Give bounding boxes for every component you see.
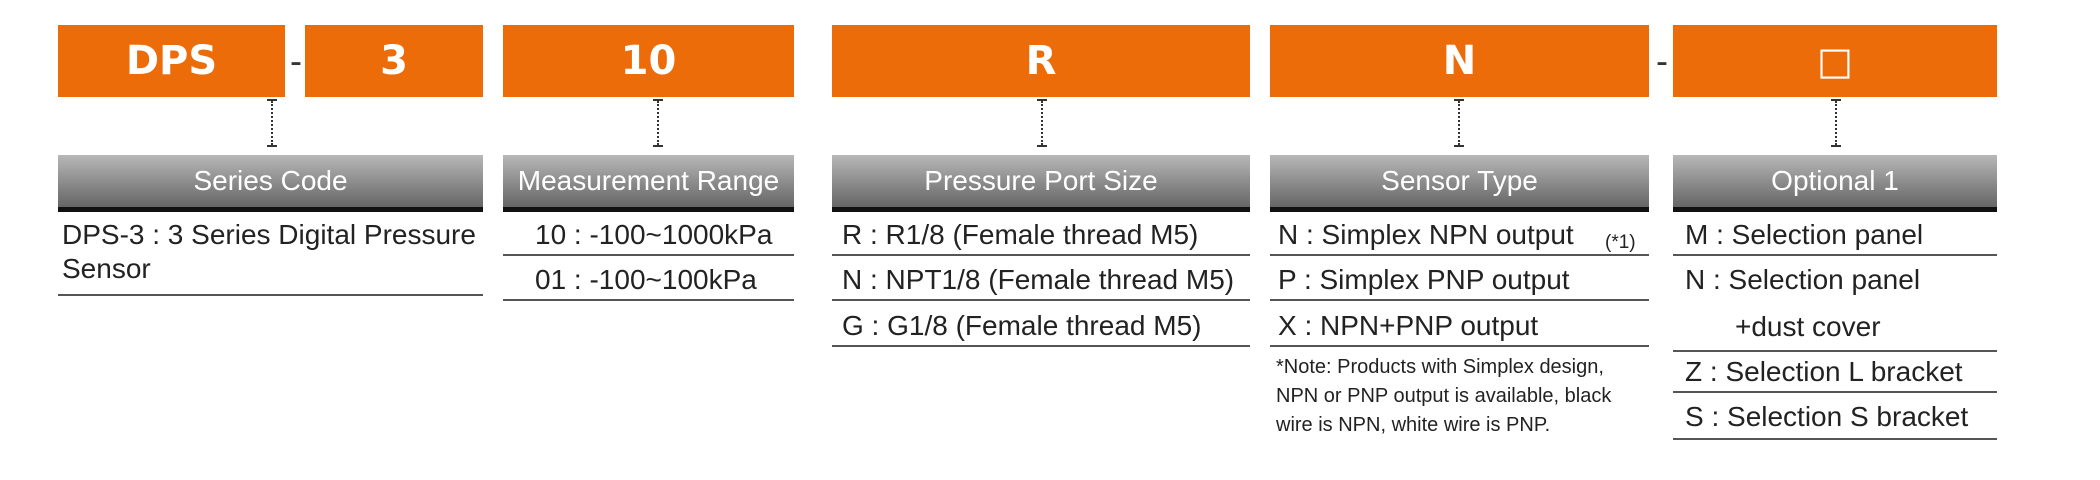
measurement-range-row: 01 : -100~100kPa bbox=[503, 263, 794, 301]
optional-row: N : Selection panel bbox=[1685, 264, 1921, 295]
series-code-row: DPS-3 : 3 Series Digital Pressure Sensor bbox=[58, 218, 483, 296]
code-box-model: 3 bbox=[305, 25, 483, 97]
header-pressure-port-size: Pressure Port Size bbox=[832, 155, 1250, 212]
header-measurement-range: Measurement Range bbox=[503, 155, 794, 212]
sensor-type-row: P : Simplex PNP output bbox=[1270, 263, 1649, 301]
connector-line bbox=[267, 99, 277, 147]
optional-row-continuation: +dust cover bbox=[1673, 306, 1997, 352]
optional-row: Z : Selection L bracket bbox=[1673, 355, 1997, 393]
separator-dash: - bbox=[290, 40, 302, 81]
header-sensor-type: Sensor Type bbox=[1270, 155, 1649, 212]
code-box-range: 10 bbox=[503, 25, 794, 97]
sensor-type-note: *Note: Products with Simplex design, NPN… bbox=[1276, 356, 1612, 436]
header-series-code: Series Code bbox=[58, 155, 483, 212]
connector-line bbox=[1831, 99, 1841, 147]
pressure-port-row: G : G1/8 (Female thread M5) bbox=[832, 309, 1250, 347]
measurement-range-row: 10 : -100~1000kPa bbox=[503, 218, 794, 256]
code-box-port: R bbox=[832, 25, 1250, 97]
pressure-port-row: R : R1/8 (Female thread M5) bbox=[832, 218, 1250, 256]
pressure-port-row: N : NPT1/8 (Female thread M5) bbox=[832, 263, 1250, 301]
sensor-type-label: N : Simplex NPN output bbox=[1278, 219, 1574, 250]
optional-row: M : Selection panel bbox=[1673, 218, 1997, 256]
sensor-type-row: N : Simplex NPN output (*1) bbox=[1270, 218, 1649, 256]
code-box-series: DPS bbox=[58, 25, 285, 97]
optional-row: S : Selection S bracket bbox=[1673, 400, 1997, 440]
connector-line bbox=[1454, 99, 1464, 147]
connector-line bbox=[653, 99, 663, 147]
separator-dash: - bbox=[1656, 40, 1668, 81]
sensor-type-row: X : NPN+PNP output bbox=[1270, 309, 1649, 347]
connector-line bbox=[1037, 99, 1047, 147]
code-box-optional: □ bbox=[1673, 25, 1997, 97]
code-box-sensor: N bbox=[1270, 25, 1649, 97]
footnote-ref: (*1) bbox=[1605, 232, 1636, 253]
header-optional-1: Optional 1 bbox=[1673, 155, 1997, 212]
